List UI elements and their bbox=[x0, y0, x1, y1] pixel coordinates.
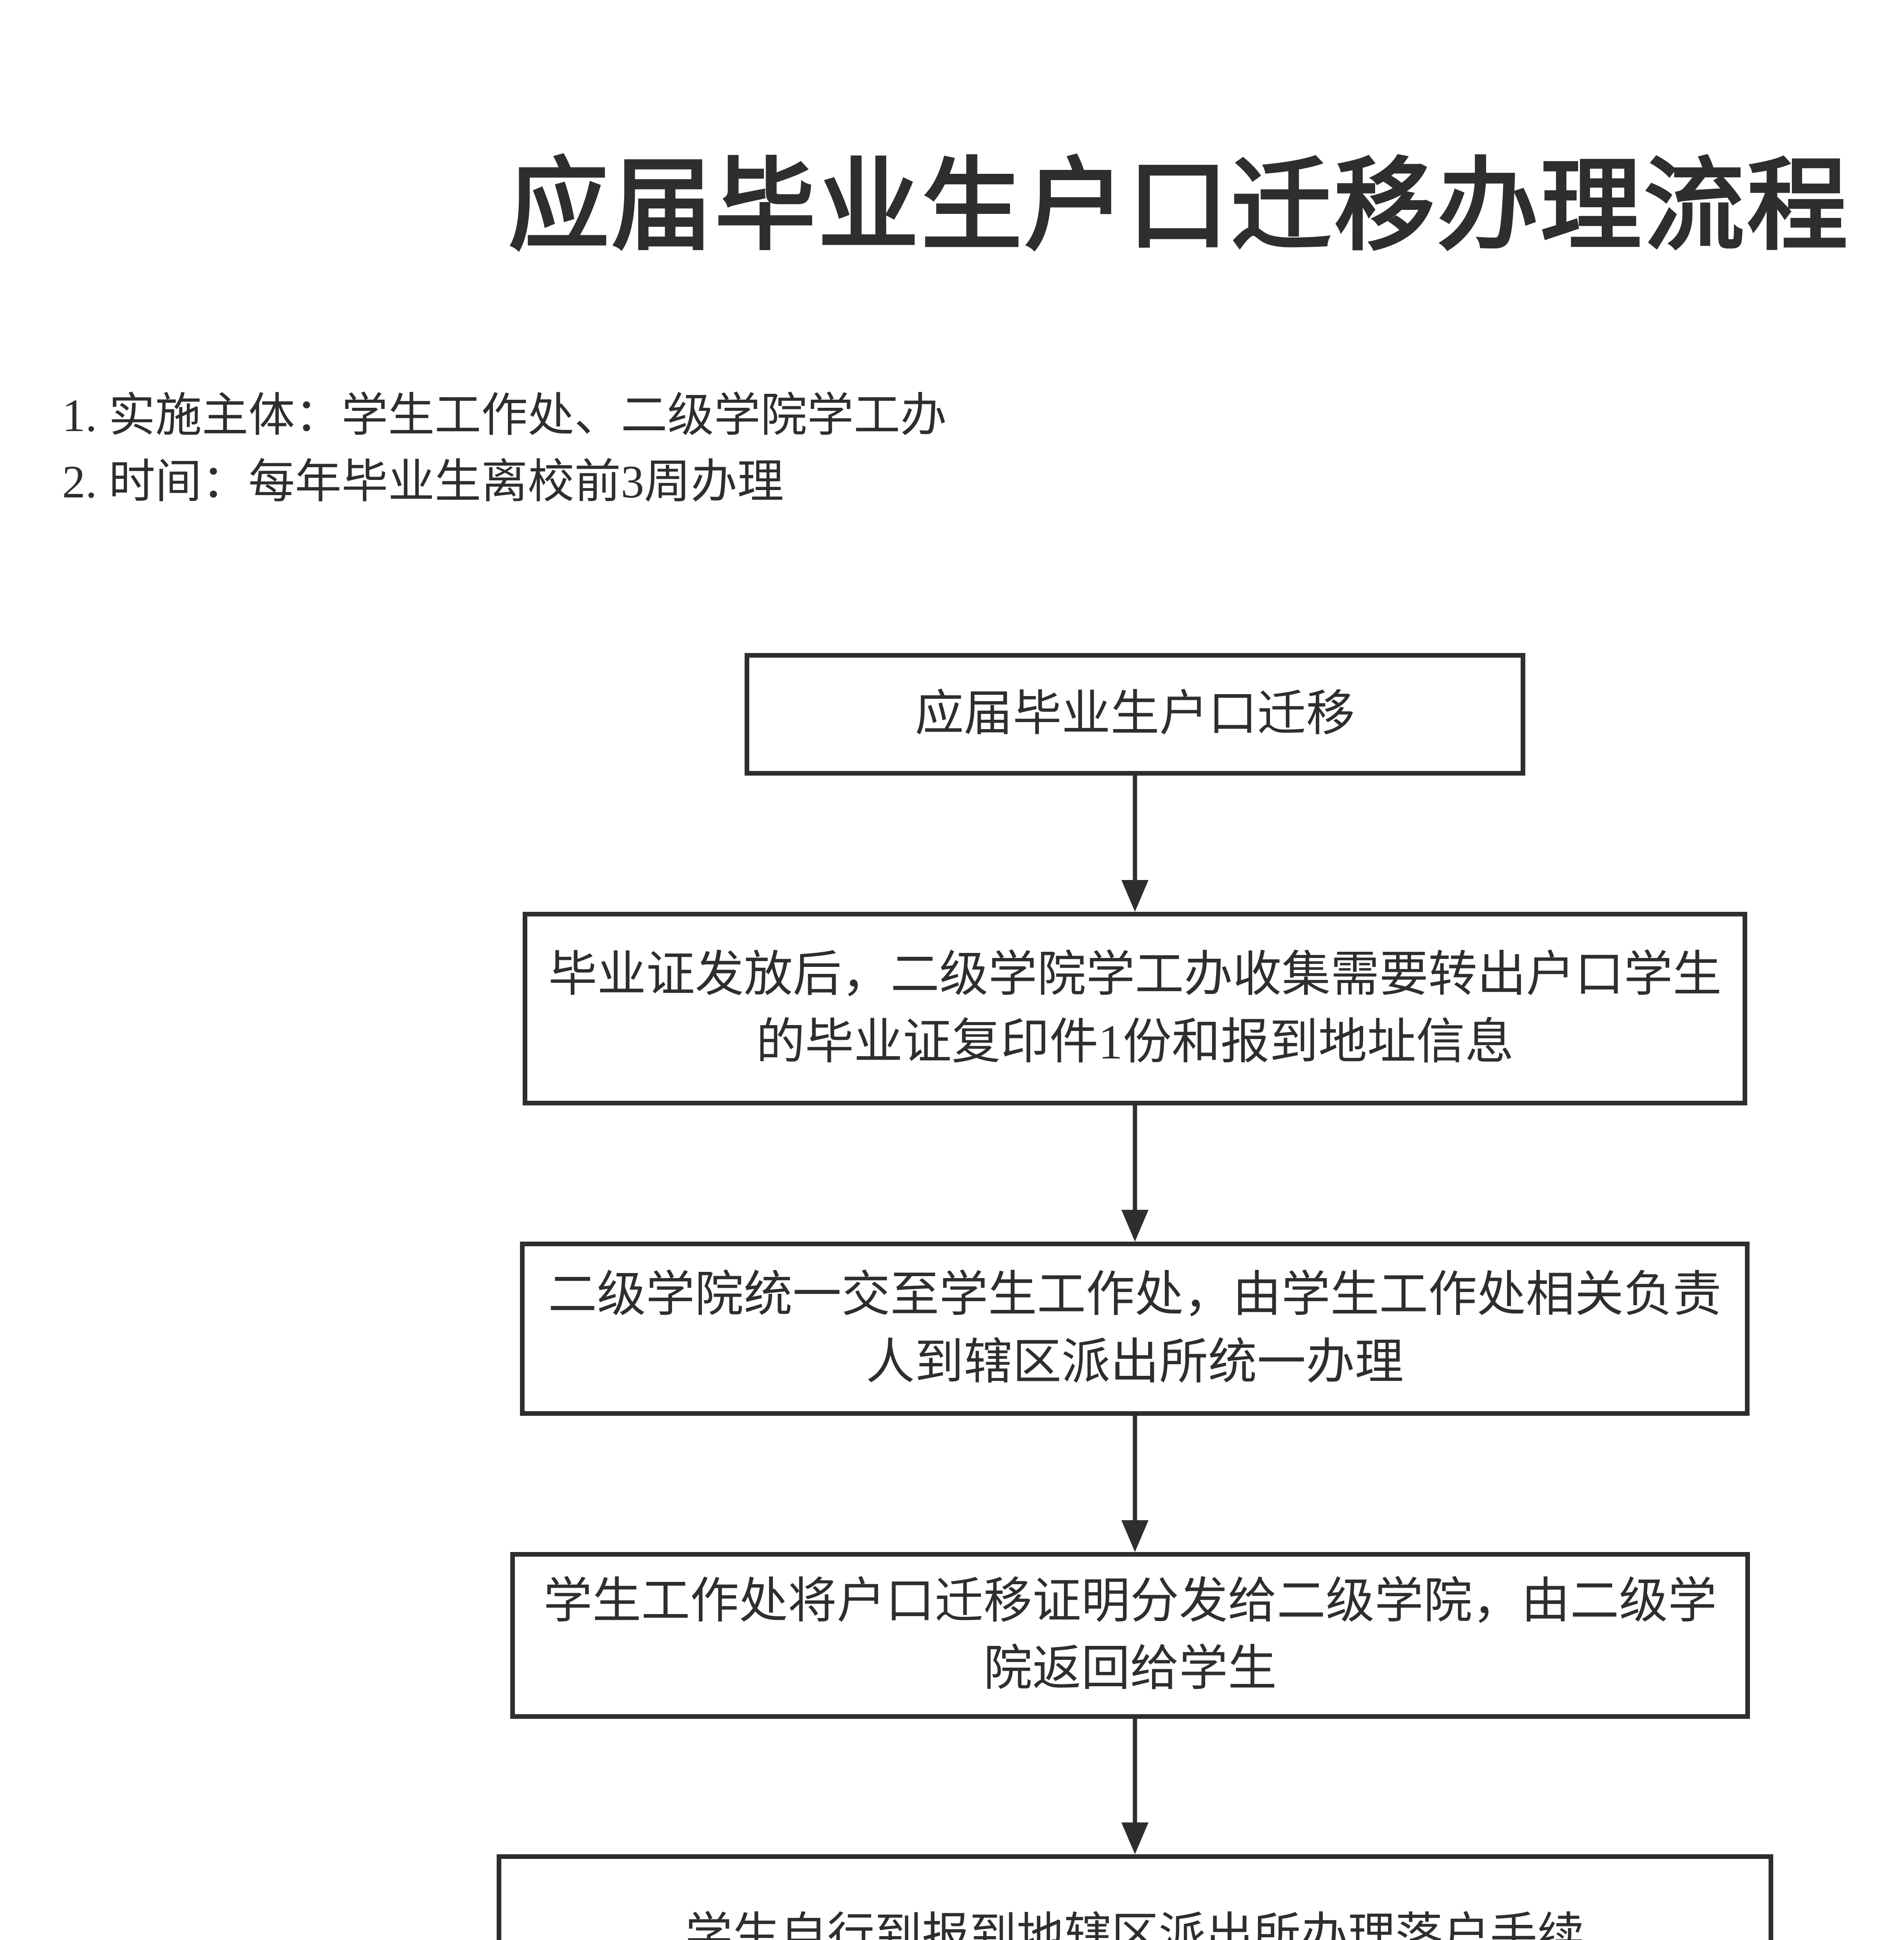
arrow-head-icon bbox=[1121, 1822, 1149, 1854]
flow-node-collect-documents: 毕业证发放后，二级学院学工办收集需要转出户口学生的毕业证复印件1份和报到地址信息 bbox=[523, 912, 1747, 1105]
note-line-2: 2. 时间：每年毕业生离校前3周办理 bbox=[62, 456, 784, 508]
arrow-head-icon bbox=[1121, 1520, 1149, 1552]
arrow-down-connector-2 bbox=[1119, 1105, 1150, 1242]
note-line-1: 1. 实施主体：学生工作处、二级学院学工办 bbox=[62, 390, 947, 441]
flow-node-distribute-certificates: 学生工作处将户口迁移证明分发给二级学院，由二级学院返回给学生 bbox=[510, 1552, 1750, 1719]
arrow-down-connector-3 bbox=[1119, 1416, 1150, 1552]
arrow-line bbox=[1133, 776, 1137, 880]
flow-node-submit-to-student-affairs: 二级学院统一交至学生工作处，由学生工作处相关负责人到辖区派出所统一办理 bbox=[520, 1242, 1750, 1416]
arrow-line bbox=[1133, 1105, 1137, 1210]
notes-block: 1. 实施主体：学生工作处、二级学院学工办 2. 时间：每年毕业生离校前3周办理 bbox=[62, 382, 947, 515]
arrow-line bbox=[1133, 1416, 1137, 1520]
flow-node-settle-registration: 学生自行到报到地辖区派出所办理落户手续 bbox=[497, 1854, 1773, 1940]
flow-node-start: 应届毕业生户口迁移 bbox=[745, 653, 1525, 776]
arrow-line bbox=[1133, 1719, 1137, 1822]
arrow-head-icon bbox=[1121, 880, 1149, 912]
arrow-down-connector-1 bbox=[1119, 776, 1150, 912]
arrow-head-icon bbox=[1121, 1210, 1149, 1242]
arrow-down-connector-4 bbox=[1119, 1719, 1150, 1854]
page-title: 应届毕业生户口迁移办理流程 bbox=[508, 151, 1850, 263]
